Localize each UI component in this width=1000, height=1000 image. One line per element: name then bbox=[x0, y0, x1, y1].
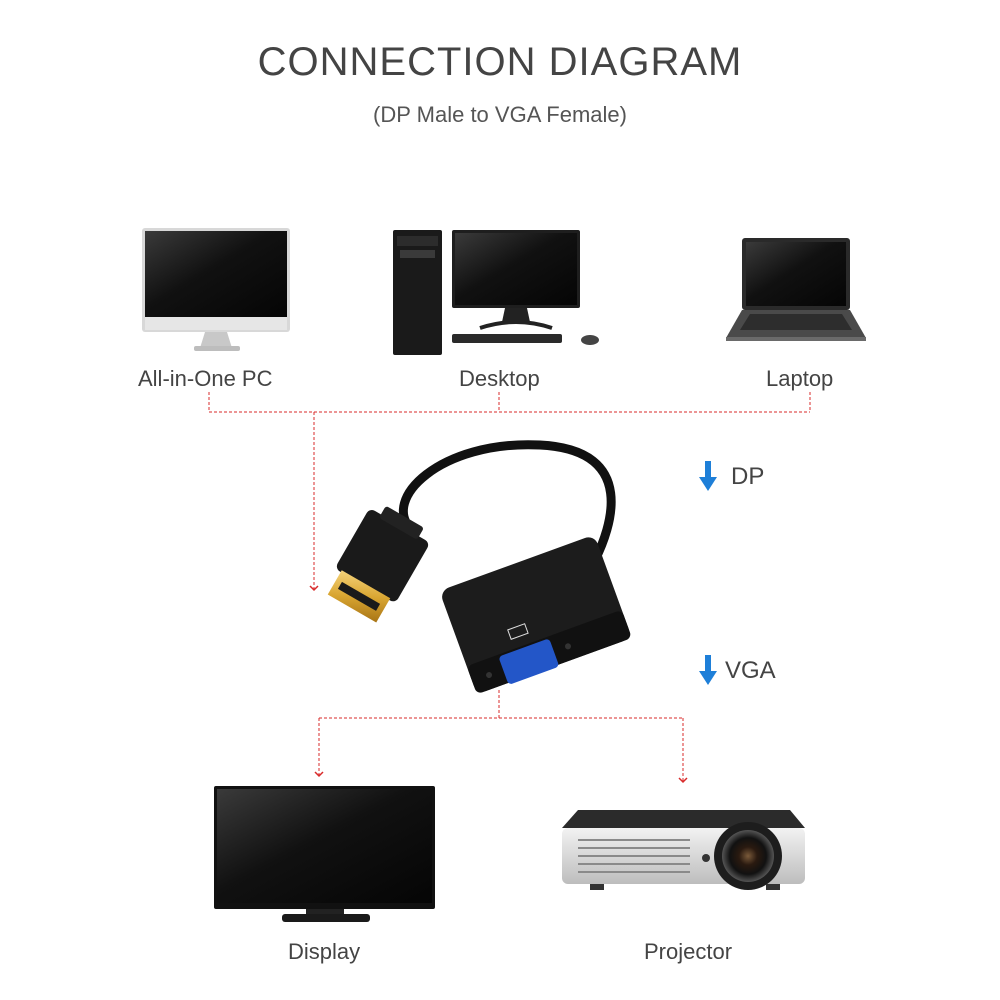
source-label-all-in-one-pc: All-in-One PC bbox=[138, 366, 273, 391]
output-label-display: Display bbox=[288, 939, 361, 964]
dp-to-vga-adapter bbox=[327, 440, 631, 693]
vga-signal-label: VGA bbox=[725, 657, 776, 684]
dp-down-arrow-icon bbox=[699, 461, 717, 491]
desktop-computer-icon bbox=[393, 230, 599, 355]
vga-down-arrow-icon bbox=[699, 655, 717, 685]
output-connector-lines bbox=[314, 690, 688, 784]
source-connector-lines bbox=[208, 392, 811, 592]
source-label-laptop: Laptop bbox=[766, 366, 834, 391]
page-subtitle: (DP Male to VGA Female) bbox=[373, 102, 627, 127]
dp-signal-label: DP bbox=[731, 463, 765, 490]
output-label-projector: Projector bbox=[644, 939, 733, 964]
all-in-one-pc-icon bbox=[142, 228, 290, 351]
source-label-desktop: Desktop bbox=[459, 366, 540, 391]
display-monitor-icon bbox=[214, 786, 435, 922]
page-title: CONNECTION DIAGRAM bbox=[257, 40, 743, 84]
projector-icon bbox=[562, 810, 805, 890]
laptop-icon bbox=[726, 238, 866, 341]
